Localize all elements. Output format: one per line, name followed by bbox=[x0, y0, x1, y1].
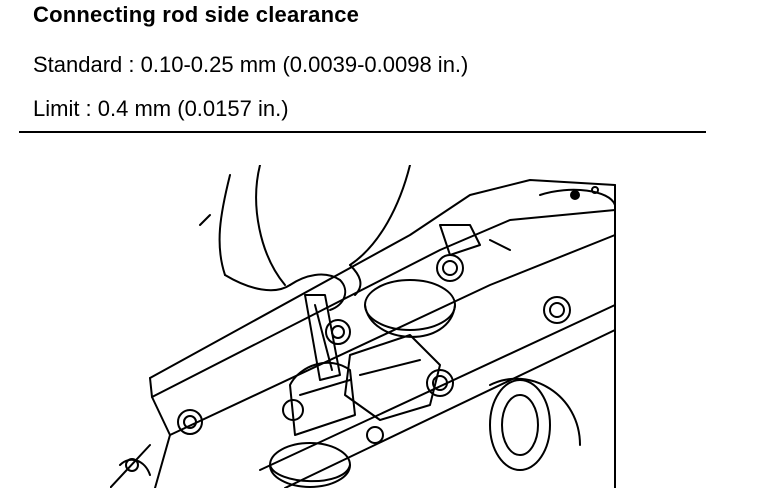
hand bbox=[218, 174, 231, 276]
divider bbox=[19, 131, 706, 133]
bolt bbox=[436, 254, 464, 282]
section-title: Connecting rod side clearance bbox=[33, 2, 360, 27]
bolt bbox=[325, 319, 351, 345]
limit-spec: Limit : 0.4 mm (0.0157 in.) bbox=[33, 96, 289, 121]
crankshaft-feeler-gauge-drawing bbox=[110, 165, 616, 488]
connecting-rod-cap bbox=[344, 334, 441, 421]
bolt bbox=[177, 409, 203, 435]
engine-illustration bbox=[110, 165, 630, 488]
feeler-gauge bbox=[304, 294, 341, 381]
bolt bbox=[543, 296, 571, 324]
bolt bbox=[426, 369, 454, 397]
block-rail-bottom bbox=[259, 304, 616, 471]
standard-spec: Standard : 0.10-0.25 mm (0.0039-0.0098 i… bbox=[33, 52, 469, 77]
block-rail-top bbox=[149, 179, 616, 379]
